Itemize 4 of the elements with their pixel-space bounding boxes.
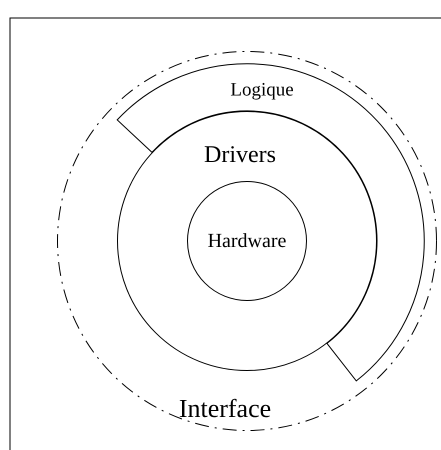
layer-label: Interface bbox=[178, 396, 272, 422]
layer-label: Hardware bbox=[208, 231, 286, 251]
layer-label: Drivers bbox=[204, 143, 276, 167]
layer-label: Logique bbox=[230, 80, 294, 100]
